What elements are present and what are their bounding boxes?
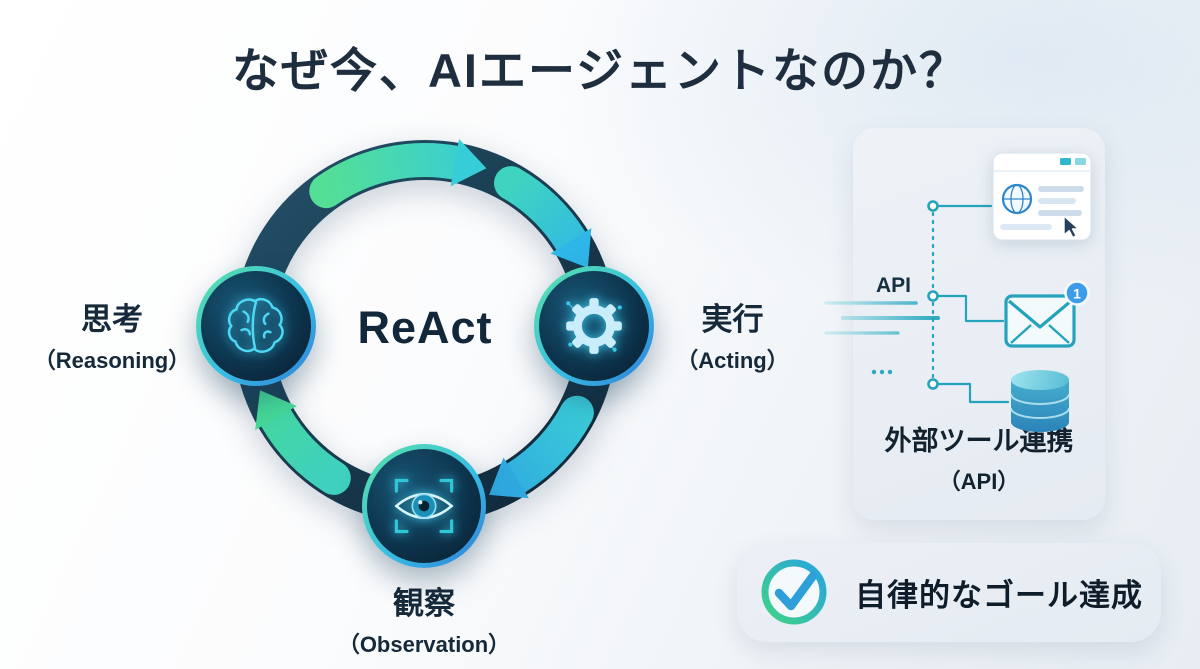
- label-acting-ja: 実行: [701, 302, 764, 337]
- arrow-lower-right-head: [489, 457, 529, 499]
- tools-caption: 外部ツール連携 （API）: [853, 419, 1105, 496]
- goal-banner-label: 自律的なゴール達成: [855, 578, 1143, 613]
- cycle-center-label: ReAct: [357, 302, 493, 353]
- label-observation: 観察 （Observation）: [322, 578, 526, 659]
- arrow-lower-right-arc: [499, 395, 594, 495]
- external-tools-panel: 外部ツール連携 （API）: [853, 128, 1105, 520]
- label-acting: 実行 （Acting）: [655, 294, 810, 375]
- goal-banner: 自律的なゴール達成: [737, 543, 1161, 642]
- node-observation-face: [367, 449, 481, 563]
- arrow-lower-left-arc: [259, 401, 351, 495]
- label-reasoning-ja: 思考: [81, 302, 143, 337]
- label-acting-en: （Acting）: [676, 348, 789, 373]
- arrow-upper-right-head: [550, 228, 592, 268]
- tools-caption-title: 外部ツール連携: [884, 426, 1074, 456]
- brain-icon: [227, 297, 284, 353]
- node-reasoning-face: [201, 271, 311, 381]
- arrow-top-arc: [309, 142, 472, 209]
- label-reasoning-en: （Reasoning）: [33, 348, 191, 373]
- label-observation-ja: 観察: [393, 586, 455, 621]
- arrow-upper-right-arc: [494, 166, 588, 258]
- node-reasoning: [196, 266, 316, 386]
- node-acting-face: [539, 271, 649, 381]
- page-title: なぜ今、AIエージェントなのか？: [231, 44, 969, 97]
- gear-icon: [566, 298, 622, 354]
- arrow-top-head: [450, 139, 487, 187]
- arrow-lower-left-head: [255, 390, 297, 430]
- tools-caption-sub: （API）: [938, 469, 1020, 494]
- label-observation-en: （Observation）: [337, 632, 511, 657]
- eye-icon: [394, 478, 454, 534]
- node-acting: [534, 266, 654, 386]
- node-observation: [362, 444, 486, 568]
- label-reasoning: 思考 （Reasoning）: [28, 294, 196, 375]
